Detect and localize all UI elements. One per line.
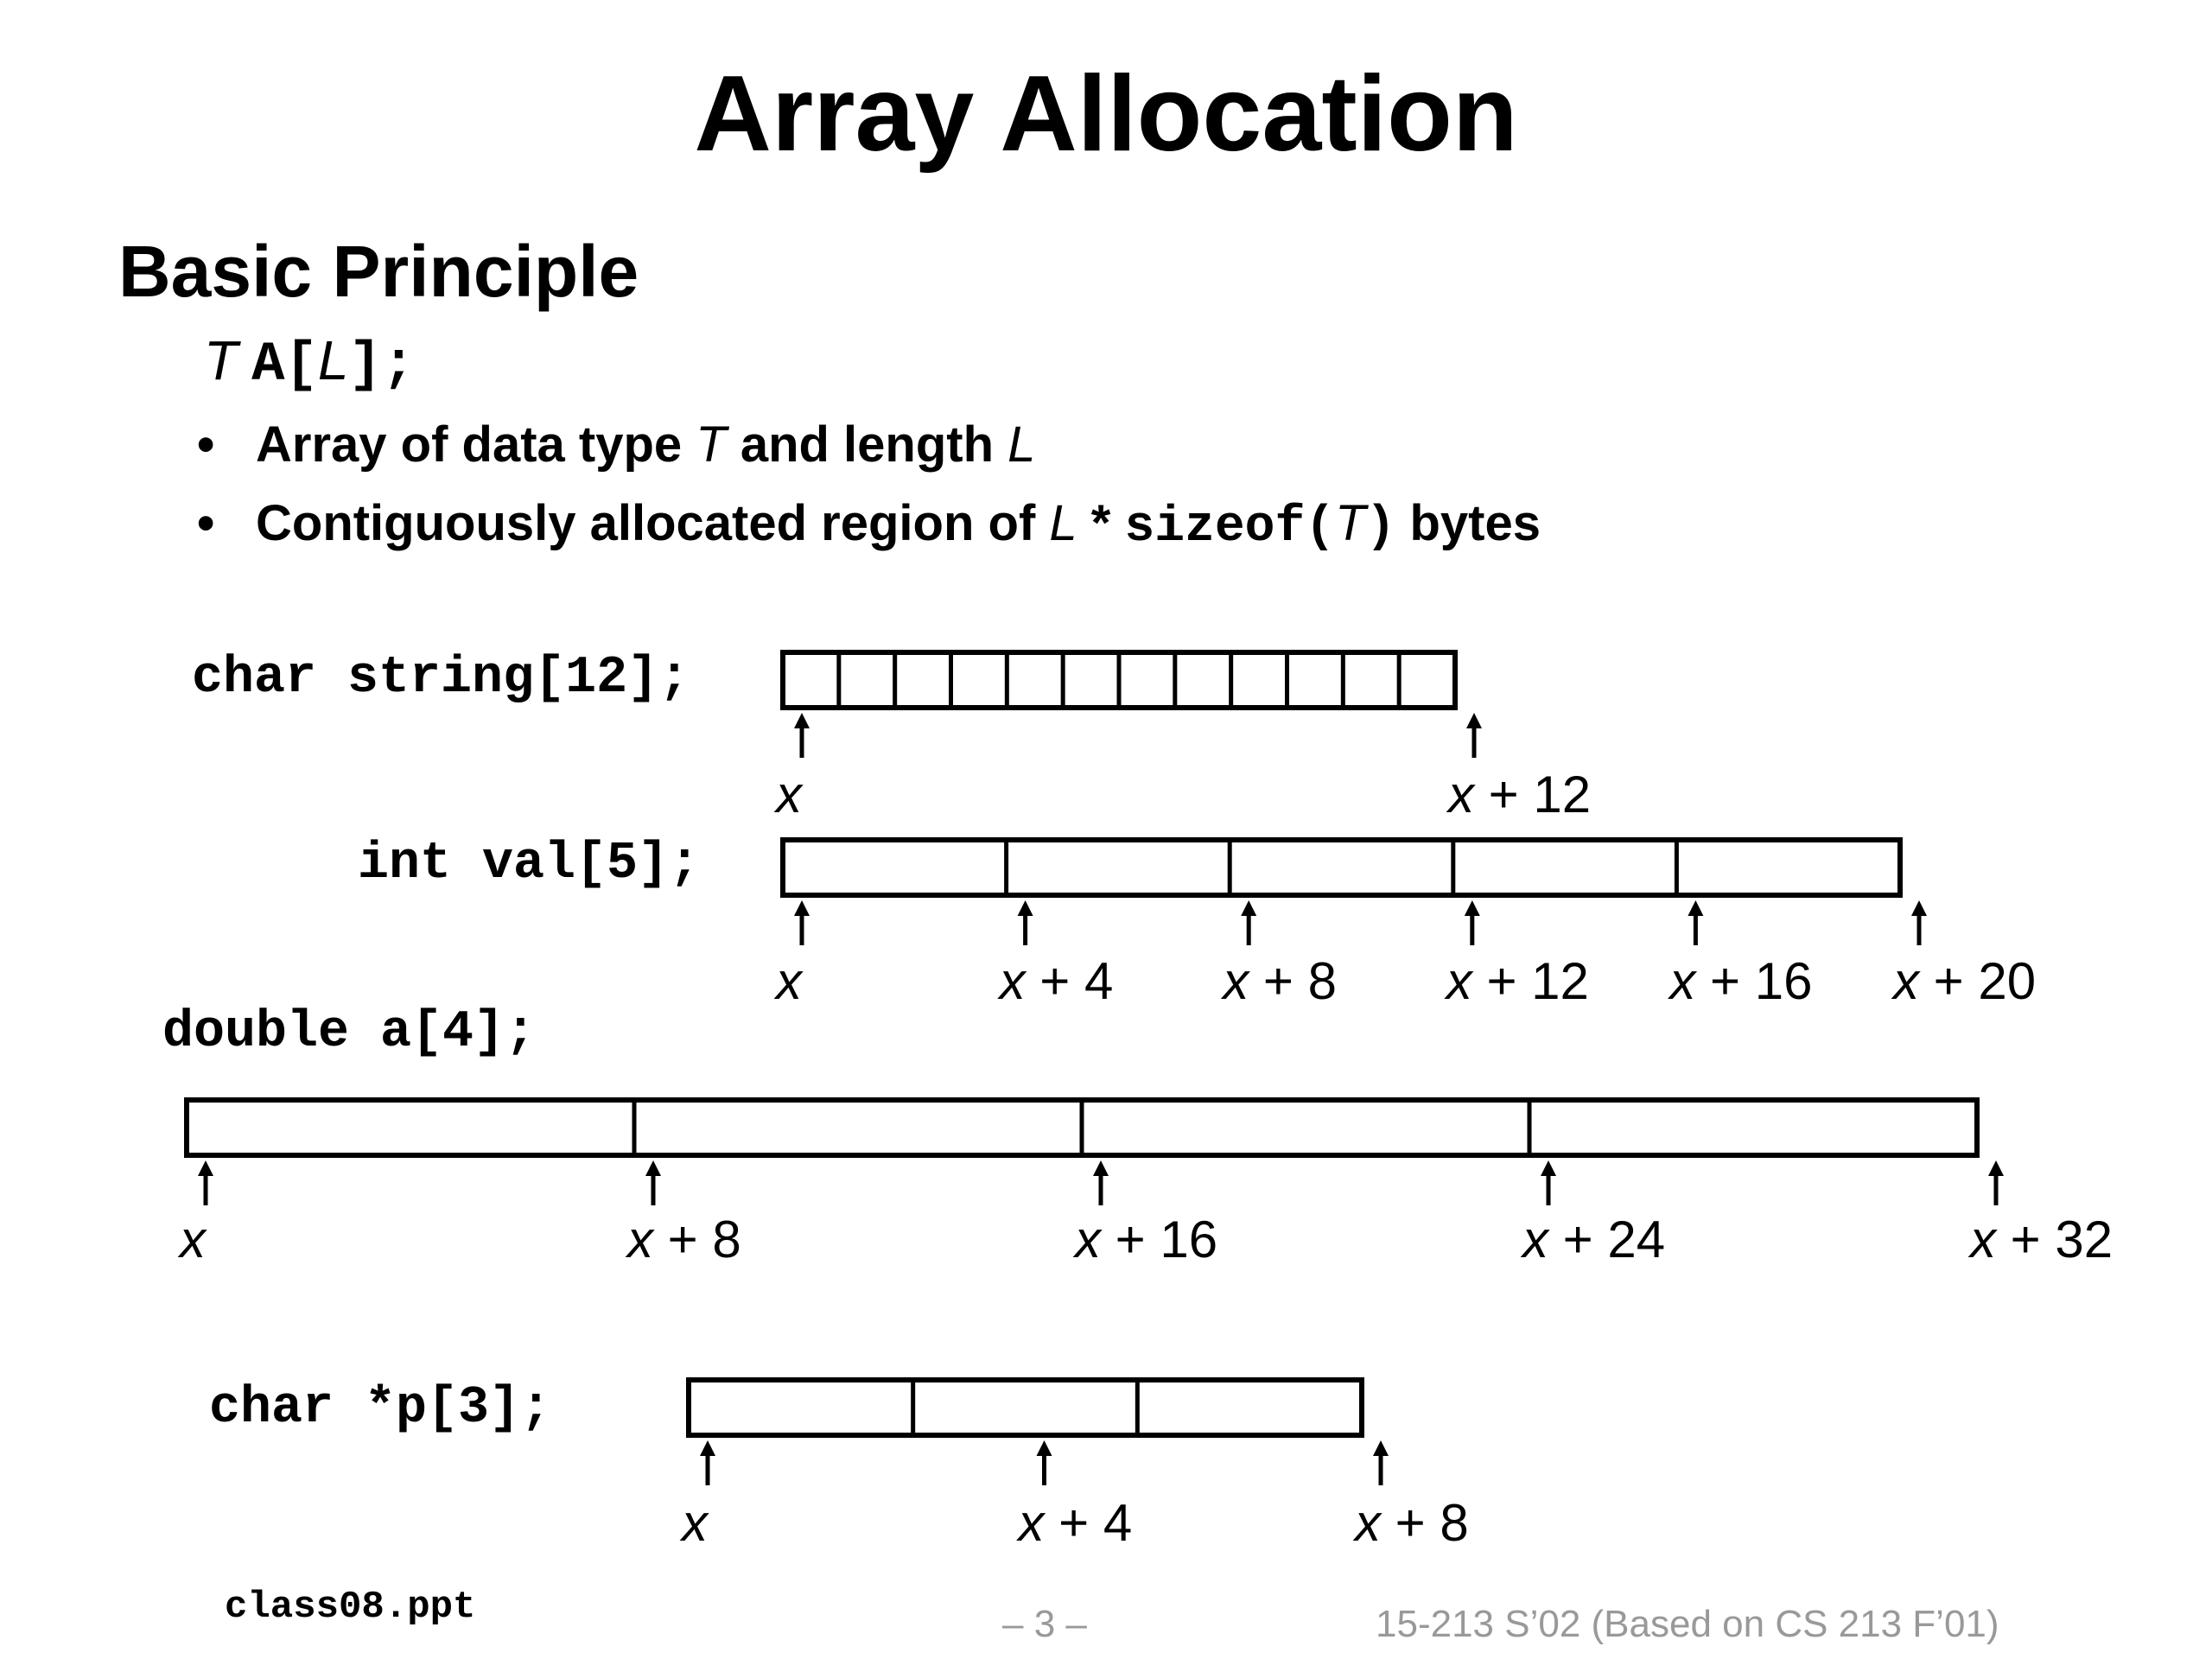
bullet-type-var: T [696, 416, 727, 473]
bullet-text: and length [726, 416, 1008, 473]
section-heading: Basic Principle [118, 231, 639, 312]
arrow-head [198, 1160, 213, 1176]
arrow-head [794, 713, 810, 728]
offset-label: x + 20 [1891, 952, 2036, 1010]
bullet-length-var: L [1007, 416, 1036, 473]
arrow-head [700, 1440, 715, 1456]
arrow-head [794, 900, 810, 916]
array-int-val: x x + 4 x + 8 x + 12 x + 16 x + 20 [773, 837, 2036, 1010]
array-label-pointer: char *p[3]; [209, 1379, 552, 1438]
bullet-item: •Array of data type T and length L [197, 420, 1035, 470]
array-char-string: x x + 12 [773, 650, 1591, 823]
offset-label: x + 8 [1220, 952, 1337, 1010]
bullet-code-close: ) [1365, 499, 1396, 556]
offset-label: x + 16 [1667, 952, 1812, 1010]
arrow-head [1988, 1160, 2004, 1176]
arrow-head [1464, 900, 1480, 916]
bullet-type-var: T [1335, 495, 1366, 551]
bullet-text: bytes [1395, 495, 1541, 551]
arrow-head [1688, 900, 1704, 916]
arrow-head [1466, 713, 1482, 728]
decl-type: T [204, 329, 238, 391]
footer-filename: class08.ppt [225, 1586, 476, 1629]
offset-label: x [773, 952, 804, 1010]
array-char-p: x x + 4 x + 8 [679, 1377, 1469, 1552]
offset-label: x + 4 [1016, 1494, 1133, 1552]
decl-open: [ [284, 334, 318, 397]
offset-label: x + 16 [1072, 1211, 1217, 1268]
bullet-text: Array of data type [256, 416, 696, 473]
offset-label: x [773, 766, 804, 823]
offset-label: x + 32 [1967, 1211, 2113, 1268]
offset-label: x + 12 [1446, 766, 1591, 823]
footer-course: 15-213 S’02 (Based on CS 213 F’01) [1376, 1603, 1999, 1645]
arrow-head [1373, 1440, 1389, 1456]
arrow-head [1541, 1160, 1556, 1176]
array-label-string: char string[12]; [192, 649, 690, 708]
bullet-length-var: L [1049, 495, 1077, 551]
footer-page-number: – 3 – [1002, 1603, 1087, 1645]
arrow-head [1036, 1440, 1052, 1456]
offset-label: x + 12 [1444, 952, 1589, 1010]
bullet-text: Contiguously allocated region of [256, 495, 1050, 551]
array-box [686, 1377, 1364, 1438]
offset-label: x + 8 [1352, 1494, 1469, 1552]
decl-length: L [317, 329, 349, 391]
arrow-head [645, 1160, 661, 1176]
array-label-int: int val[5]; [358, 835, 701, 893]
bullet-item: •Contiguously allocated region of L * si… [197, 499, 1541, 553]
arrow-head [1911, 900, 1927, 916]
decl-close: ]; [348, 334, 416, 397]
slide-title: Array Allocation [694, 54, 1518, 174]
arrow-head [1241, 900, 1257, 916]
arrow-head [1093, 1160, 1109, 1176]
offset-label: x [177, 1211, 207, 1268]
bullet-dot: • [197, 416, 215, 473]
array-double-a: x x + 8 x + 16 x + 24 x + 32 [177, 1097, 2113, 1268]
offset-label: x + 4 [997, 952, 1114, 1010]
offset-label: x [679, 1494, 709, 1552]
array-declaration: T A[L]; [204, 333, 415, 393]
decl-name: A [251, 334, 285, 397]
bullet-code: sizeof( [1124, 499, 1336, 556]
offset-label: x + 24 [1520, 1211, 1665, 1268]
bullet-dot: • [197, 495, 215, 551]
offset-label: x + 8 [625, 1211, 741, 1268]
bullet-operator: * [1077, 495, 1125, 551]
arrow-head [1017, 900, 1033, 916]
array-box [780, 837, 1903, 898]
array-label-double: double a[4]; [162, 1003, 537, 1062]
